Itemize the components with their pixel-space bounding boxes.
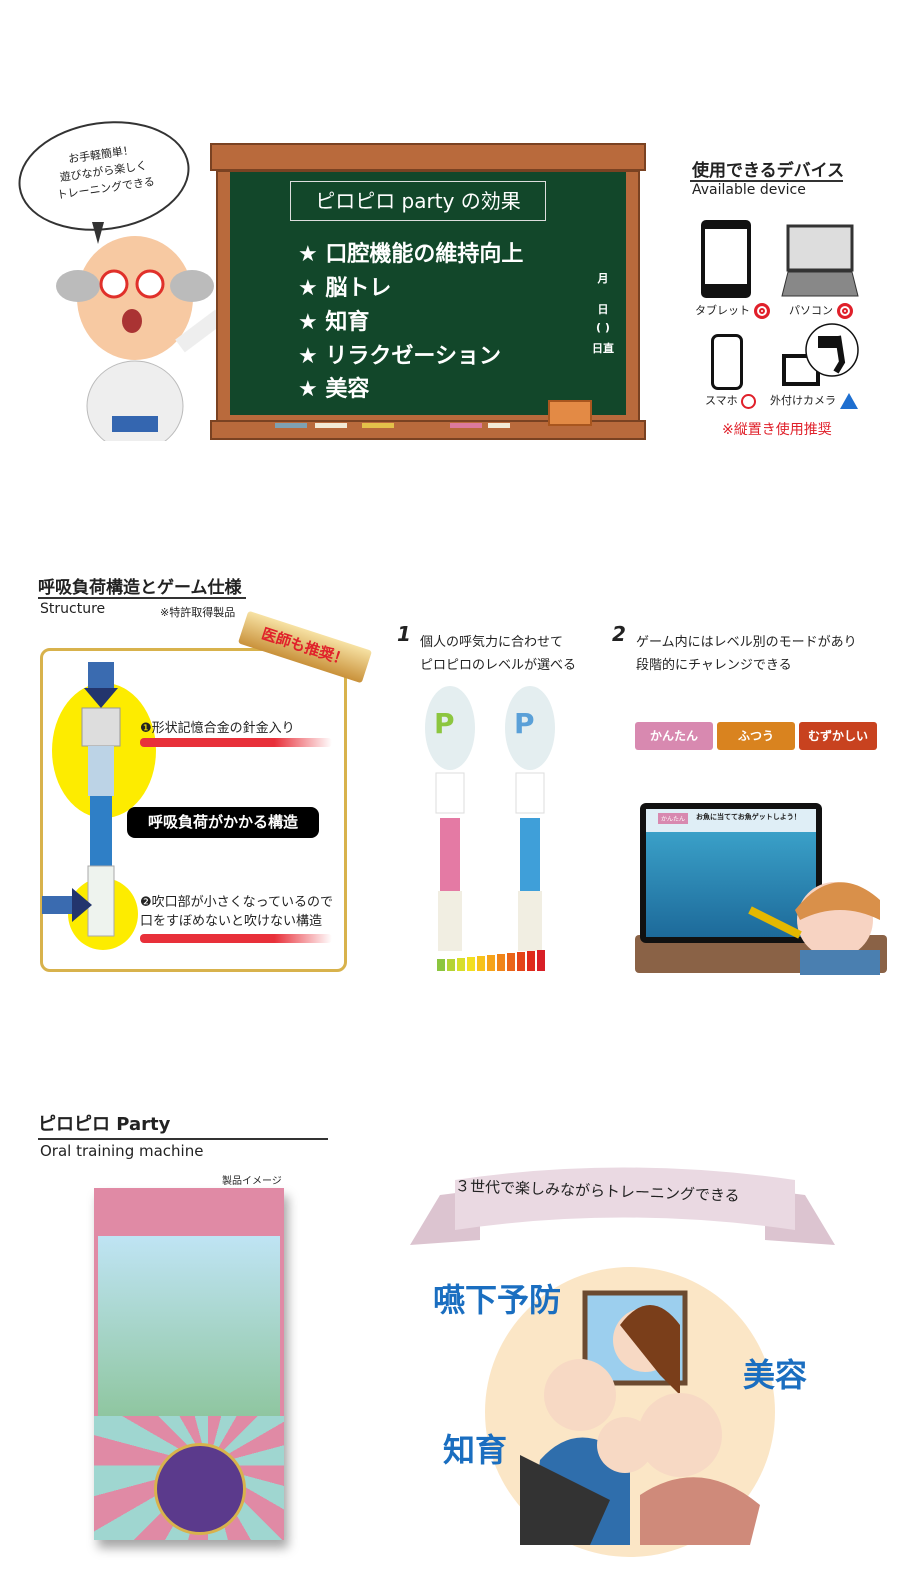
- device-label: パソコン: [789, 304, 833, 317]
- game-screen: かんたん お魚に当ててお魚ゲットしよう！: [646, 809, 816, 937]
- board-date-weekday: ( ): [596, 321, 610, 334]
- device-label: 外付けカメラ: [770, 394, 836, 407]
- divider: [690, 180, 843, 182]
- svg-text:P: P: [514, 707, 535, 740]
- divider: [38, 597, 246, 599]
- chalk: [315, 423, 347, 428]
- step-2-text: ゲーム内にはレベル別のモードがあり段階的にチャレンジできる: [636, 631, 857, 677]
- game-banner: お魚に当ててお魚ゲットしよう！: [696, 813, 801, 821]
- svg-text:P: P: [434, 707, 455, 740]
- image-caption: 製品イメージ: [222, 1176, 282, 1187]
- product-subtitle: Oral training machine: [40, 1142, 204, 1160]
- device-camera: 外付けカメラ: [770, 392, 858, 409]
- device-label: スマホ: [705, 394, 738, 407]
- point-2-line: ❷吹口部が小さくなっているので: [140, 895, 334, 910]
- professor-illustration: [56, 236, 225, 441]
- speech-bubble: お手軽簡単！ 遊びながら楽しく トレーニングできる: [11, 110, 197, 242]
- device-tablet: タブレット: [695, 302, 770, 319]
- chalk: [488, 423, 510, 428]
- step-line: ピロピロのレベルが選べる: [420, 658, 577, 673]
- structure-title: 呼吸負荷構造とゲーム仕様: [38, 578, 242, 598]
- step-1-text: 個人の呼気力に合わせてピロピロのレベルが選べる: [420, 631, 576, 677]
- patent-note: ※特許取得製品: [160, 606, 236, 619]
- point-1: ❶形状記憶合金の針金入り: [140, 721, 295, 736]
- board-date-month: 月: [597, 272, 609, 285]
- eraser: [548, 400, 592, 426]
- child-illustration: [748, 882, 880, 975]
- devices-subtitle: Available device: [692, 182, 806, 198]
- chalk: [275, 423, 307, 428]
- board-item: ★ リラクゼーション: [298, 344, 501, 369]
- structure-subtitle: Structure: [40, 601, 106, 617]
- smartphone-icon: [711, 334, 743, 390]
- devices-note: ※縦置き使用推奨: [722, 422, 832, 438]
- family-illustration: [520, 1290, 760, 1545]
- circle-icon: [741, 393, 757, 409]
- chalk: [450, 423, 482, 428]
- device-smartphone: スマホ: [705, 392, 757, 409]
- divider: [38, 1138, 328, 1140]
- product-package-image: [94, 1188, 284, 1540]
- label-beauty: 美容: [743, 1356, 808, 1394]
- device-structure-illustration: [42, 662, 121, 937]
- level-easy-button[interactable]: かんたん: [635, 722, 713, 750]
- board-item: ★ 知育: [298, 310, 370, 335]
- label-swallowing-prevention: 嚥下予防: [433, 1281, 562, 1319]
- point-2-line: 口をすぼめないと吹けない構造: [140, 914, 323, 929]
- double-circle-icon: [753, 303, 770, 319]
- center-label: 呼吸負荷がかかる構造: [127, 807, 319, 838]
- chalkboard-frame-top: [210, 143, 646, 171]
- level-bar: [437, 950, 545, 971]
- step-number: 2: [612, 622, 626, 646]
- board-item: ★ 口腔機能の維持向上: [298, 242, 524, 267]
- point-2: ❷吹口部が小さくなっているので 口をすぼめないと吹けない構造: [140, 893, 333, 931]
- laptop-icon: [781, 224, 859, 297]
- brush-underline: [140, 934, 332, 943]
- device-pc: パソコン: [789, 302, 853, 319]
- level-hard-button[interactable]: むずかしい: [799, 722, 877, 750]
- tablet-icon: [701, 220, 751, 298]
- triangle-icon: [839, 393, 858, 409]
- step-line: ゲーム内にはレベル別のモードがあり: [636, 635, 857, 650]
- double-circle-icon: [836, 303, 853, 319]
- label-education: 知育: [443, 1431, 508, 1469]
- ribbon-banner: [410, 1167, 835, 1245]
- monitor: かんたん お魚に当ててお魚ゲットしよう！: [640, 803, 822, 943]
- step-line: 個人の呼気力に合わせて: [420, 635, 564, 650]
- devices-title: 使用できるデバイス: [692, 161, 845, 181]
- game-mode-badge: かんたん: [658, 813, 689, 824]
- external-camera-icon: [782, 323, 859, 386]
- product-title: ピロピロ Party: [38, 1114, 171, 1135]
- board-title: ピロピロ party の効果: [290, 181, 546, 221]
- board-item: ★ 美容: [298, 377, 370, 402]
- bubble-tail: [92, 222, 104, 244]
- board-duty: 日直: [592, 342, 614, 355]
- level-normal-button[interactable]: ふつう: [717, 722, 795, 750]
- device-label: タブレット: [695, 304, 750, 317]
- board-item: ★ 脳トレ: [298, 276, 392, 301]
- structure-panel: [40, 648, 347, 972]
- step-number: 1: [397, 622, 411, 646]
- chalkboard: [230, 172, 626, 415]
- step-line: 段階的にチャレンジできる: [636, 658, 792, 673]
- chalk: [362, 423, 394, 428]
- board-date-day: 日: [597, 303, 609, 316]
- brush-underline: [140, 738, 332, 747]
